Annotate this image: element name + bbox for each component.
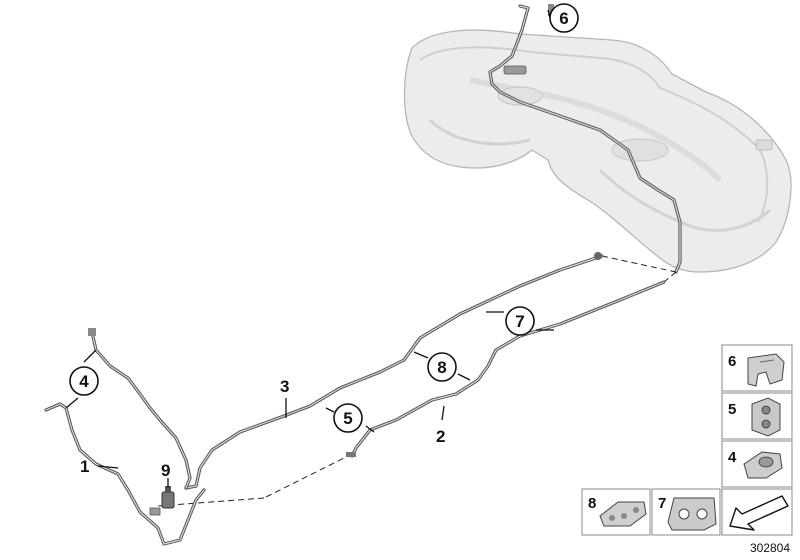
legend-item-8: 8 <box>581 488 651 536</box>
svg-text:6: 6 <box>559 9 568 28</box>
direction-arrow-icon <box>729 495 789 531</box>
leader-4 <box>65 349 97 409</box>
fuel-line-1 <box>44 328 206 546</box>
svg-text:7: 7 <box>658 495 666 512</box>
label-1: 1 <box>80 457 89 476</box>
leader-2 <box>441 405 445 421</box>
legend-item-5: 5 <box>721 392 793 440</box>
callout-8: 8 <box>427 352 457 382</box>
legend-item-direction <box>721 488 793 536</box>
label-3: 3 <box>280 377 289 396</box>
leader-1 <box>97 465 119 469</box>
clip-7-icon <box>667 497 717 531</box>
reference-number: 302804 <box>750 541 790 555</box>
svg-text:4: 4 <box>79 372 89 391</box>
connection-dash-2 <box>663 271 677 283</box>
label-9: 9 <box>161 461 170 480</box>
clip-5-icon <box>751 397 781 437</box>
svg-text:4: 4 <box>728 449 737 466</box>
legend: 6 5 4 8 <box>581 344 793 536</box>
clip-8-icon <box>599 501 647 527</box>
part-9-valve-icon <box>161 486 175 509</box>
clip-6-icon <box>747 353 785 387</box>
fuel-line-3 <box>184 252 604 490</box>
clip-4-icon <box>743 451 783 479</box>
svg-text:7: 7 <box>515 312 524 331</box>
connection-dash-4 <box>157 497 265 507</box>
callout-6: 6 <box>549 3 579 33</box>
label-2: 2 <box>436 427 445 446</box>
legend-item-6: 6 <box>721 344 793 392</box>
callout-7: 7 <box>505 306 535 336</box>
fuel-tank <box>403 4 792 274</box>
svg-text:6: 6 <box>728 353 736 370</box>
leader-8 <box>413 351 471 381</box>
svg-text:5: 5 <box>343 409 352 428</box>
legend-item-7: 7 <box>651 488 721 536</box>
callout-5: 5 <box>333 403 363 433</box>
leader-7 <box>486 311 554 331</box>
connection-dash-1 <box>601 255 677 273</box>
callout-4: 4 <box>69 366 99 396</box>
fuel-line-2 <box>346 280 666 458</box>
connection-dash-3 <box>263 453 353 499</box>
legend-item-4: 4 <box>721 440 793 488</box>
svg-text:8: 8 <box>437 358 446 377</box>
svg-text:8: 8 <box>588 495 596 512</box>
svg-text:5: 5 <box>728 401 736 418</box>
leader-5 <box>325 407 375 433</box>
